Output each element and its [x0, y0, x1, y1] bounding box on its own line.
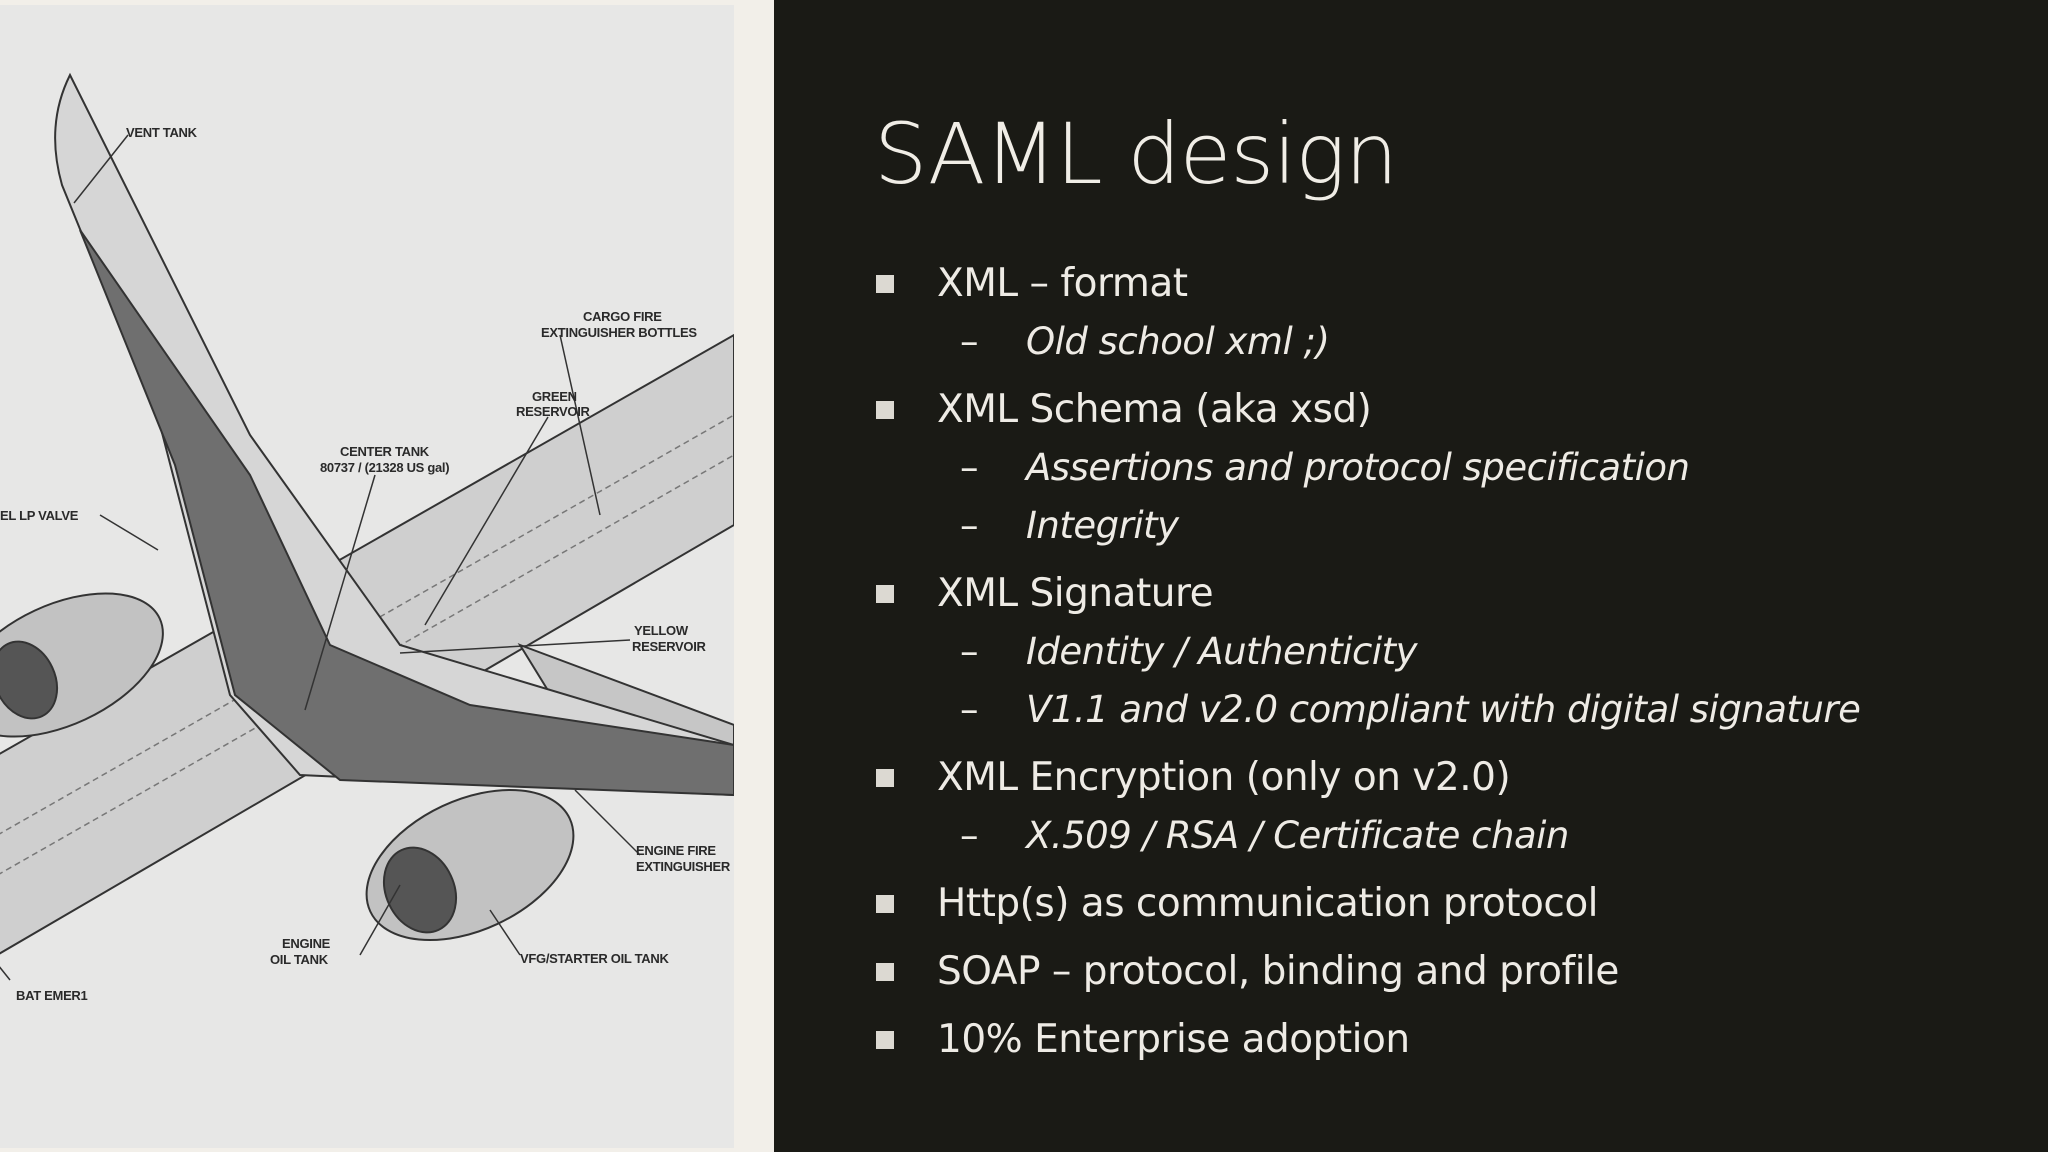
label-vfg-starter-oil-tank: VFG/STARTER OIL TANK	[520, 951, 669, 966]
label-center-tank-2: 80737 / (21328 US gal)	[320, 460, 449, 475]
label-yellow-reservoir-2: RESERVOIR	[632, 639, 707, 654]
aircraft-fuel-system-diagram: VENT TANK CARGO FIRE EXTINGUISHER BOTTLE…	[0, 5, 734, 1148]
dash-bullet-icon: –	[960, 504, 979, 547]
label-bat-emer: BAT EMER1	[16, 988, 88, 1003]
bullet-text: Http(s) as communication protocol	[937, 881, 1599, 926]
label-engine-fire-2: EXTINGUISHER	[636, 859, 731, 874]
dash-bullet-icon: –	[960, 320, 979, 363]
bullet-item: XML Signature	[874, 565, 2024, 623]
square-bullet-icon	[876, 401, 894, 419]
dash-bullet-icon: –	[960, 814, 979, 857]
sub-bullet-item: – V1.1 and v2.0 compliant with digital si…	[874, 681, 2024, 739]
bullet-item: XML – format	[874, 255, 2024, 313]
slide-content-panel: SAML design XML – format – Old school xml …	[774, 0, 2048, 1152]
bullet-text: XML Signature	[937, 571, 1214, 616]
bullet-text: XML – format	[937, 261, 1188, 306]
slide-title: SAML design	[874, 105, 1398, 203]
label-lp-valve: EL LP VALVE	[0, 508, 79, 523]
square-bullet-icon	[876, 963, 894, 981]
square-bullet-icon	[876, 895, 894, 913]
label-engine-oil-2: OIL TANK	[270, 952, 329, 967]
wing-fuel-tank	[79, 229, 734, 797]
sub-bullet-text: Integrity	[1026, 504, 1179, 547]
sub-bullet-text: Identity / Authenticity	[1026, 630, 1418, 673]
label-engine-fire-1: ENGINE FIRE	[636, 843, 716, 858]
sub-bullet-item: – Integrity	[874, 497, 2024, 555]
dash-bullet-icon: –	[960, 630, 979, 673]
dash-bullet-icon: –	[960, 446, 979, 489]
label-yellow-reservoir-1: YELLOW	[634, 623, 689, 638]
sub-bullet-text: Old school xml ;)	[1026, 320, 1330, 363]
label-center-tank-1: CENTER TANK	[340, 444, 430, 459]
aircraft-diagram-svg: VENT TANK CARGO FIRE EXTINGUISHER BOTTLE…	[0, 72, 734, 1003]
sub-bullet-item: – X.509 / RSA / Certificate chain	[874, 807, 2024, 865]
label-vent-tank: VENT TANK	[126, 125, 198, 140]
sub-bullet-item: – Assertions and protocol specification	[874, 439, 2024, 497]
bullet-text: XML Encryption (only on v2.0)	[937, 755, 1511, 800]
bullet-item: XML Schema (aka xsd)	[874, 381, 2024, 439]
label-green-reservoir-1: GREEN	[532, 389, 577, 404]
sub-bullet-item: – Identity / Authenticity	[874, 623, 2024, 681]
sub-bullet-text: Assertions and protocol specification	[1026, 446, 1690, 489]
dash-bullet-icon: –	[960, 688, 979, 731]
bullet-item: XML Encryption (only on v2.0)	[874, 749, 2024, 807]
square-bullet-icon	[876, 585, 894, 603]
label-engine-oil-1: ENGINE	[282, 936, 331, 951]
label-green-reservoir-2: RESERVOIR	[516, 404, 591, 419]
bullet-item: Http(s) as communication protocol	[874, 875, 2024, 933]
label-cargo-fire-1: CARGO FIRE	[583, 309, 662, 324]
bullet-item: 10% Enterprise adoption	[874, 1011, 2024, 1069]
bullet-list: XML – format – Old school xml ;) XML Schema…	[874, 255, 2024, 1069]
square-bullet-icon	[876, 275, 894, 293]
bullet-item: SOAP – protocol, binding and profile	[874, 943, 2024, 1001]
bullet-text: SOAP – protocol, binding and profile	[937, 949, 1619, 994]
square-bullet-icon	[876, 1031, 894, 1049]
sub-bullet-item: – Old school xml ;)	[874, 313, 2024, 371]
label-cargo-fire-2: EXTINGUISHER BOTTLES	[541, 325, 697, 340]
square-bullet-icon	[876, 769, 894, 787]
right-engine	[365, 788, 575, 942]
sub-bullet-text: X.509 / RSA / Certificate chain	[1026, 814, 1569, 857]
bullet-text: 10% Enterprise adoption	[937, 1017, 1410, 1062]
bullet-text: XML Schema (aka xsd)	[937, 387, 1372, 432]
sub-bullet-text: V1.1 and v2.0 compliant with digital sig…	[1026, 688, 1861, 731]
